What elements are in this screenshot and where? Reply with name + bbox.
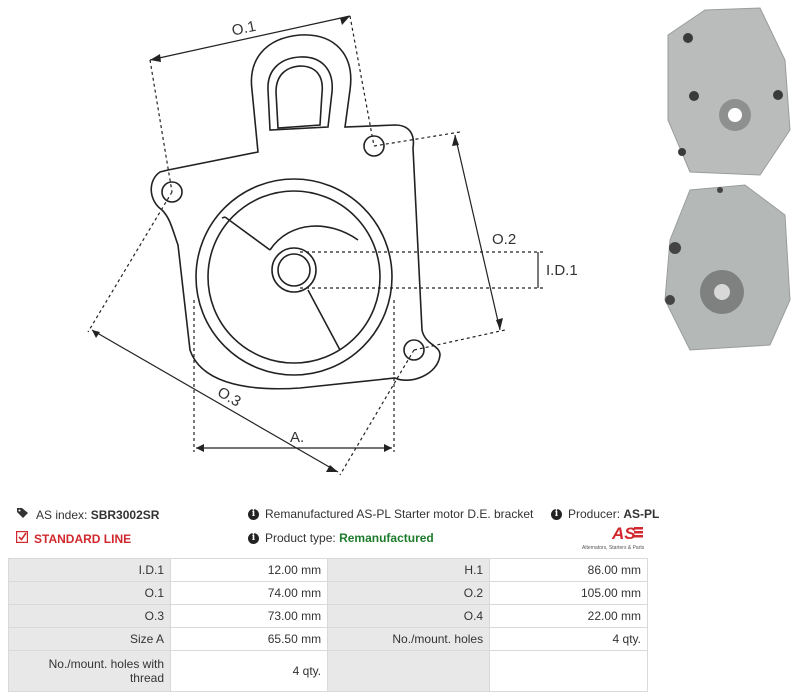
as-pl-logo: AS Alternators, Starters & Parts: [582, 522, 648, 552]
dim-label-o3: O.3: [214, 384, 243, 411]
bracket-outline: [150, 34, 441, 390]
as-index: AS index: SBR3002SR: [16, 507, 159, 522]
spec-label-cell: H.1: [327, 558, 491, 582]
tags-icon: [16, 507, 30, 522]
spec-value-cell: 74.00 mm: [169, 581, 329, 605]
producer-label: Producer:: [568, 507, 621, 521]
spec-value-cell: 12.00 mm: [169, 558, 329, 582]
spec-label-cell: O.2: [327, 581, 491, 605]
product-photo-bottom: [664, 184, 791, 351]
technical-drawing: O.1 O.2 I.D.1 O.3 A.: [87, 7, 791, 476]
info-icon: i: [248, 508, 259, 520]
product-type-label: Product type:: [265, 531, 336, 545]
product-photo-top: [667, 7, 791, 176]
info-icon: i: [551, 508, 562, 520]
info-icon: i: [248, 532, 259, 544]
spec-label-cell: No./mount. holes with thread: [8, 650, 171, 692]
producer-row: i Producer: AS-PL: [551, 507, 659, 521]
spec-label-cell: [327, 650, 491, 692]
spec-label-cell: Size A: [8, 627, 171, 651]
spec-value-cell: 105.00 mm: [489, 581, 648, 605]
spec-label-cell: O.1: [8, 581, 171, 605]
spec-value-cell: 4 qty.: [489, 627, 648, 651]
line-row: STANDARD LINE: [15, 530, 132, 546]
dim-label-id1: I.D.1: [546, 262, 578, 279]
spec-label-cell: O.3: [8, 604, 171, 628]
spec-value-cell: 4 qty.: [169, 650, 329, 692]
dim-label-a: A.: [290, 429, 304, 446]
spec-label-cell: I.D.1: [8, 558, 171, 582]
description-row: i Remanufactured AS-PL Starter motor D.E…: [248, 507, 533, 521]
spec-value-cell: 22.00 mm: [489, 604, 648, 628]
dim-label-o1: O.1: [230, 18, 257, 40]
producer-value: AS-PL: [623, 507, 660, 521]
spec-value-cell: [489, 650, 648, 692]
as-index-value: SBR3002SR: [90, 507, 160, 522]
spec-value-cell: 73.00 mm: [169, 604, 329, 628]
dim-label-o2: O.2: [492, 231, 516, 248]
standard-line-label: STANDARD LINE: [34, 531, 132, 546]
product-type-value: Remanufactured: [339, 531, 434, 545]
product-description: Remanufactured AS-PL Starter motor D.E. …: [265, 507, 534, 521]
spec-label-cell: No./mount. holes: [327, 627, 491, 651]
product-type-row: i Product type: Remanufactured: [248, 531, 434, 545]
as-index-label: AS index:: [36, 507, 88, 522]
svg-text:AS: AS: [611, 524, 636, 543]
spec-value-cell: 65.50 mm: [169, 627, 329, 651]
svg-text:Alternators, Starters & Parts: Alternators, Starters & Parts: [582, 545, 645, 551]
spec-value-cell: 86.00 mm: [489, 558, 648, 582]
checkbox-icon: [15, 530, 29, 546]
spec-label-cell: O.4: [327, 604, 491, 628]
